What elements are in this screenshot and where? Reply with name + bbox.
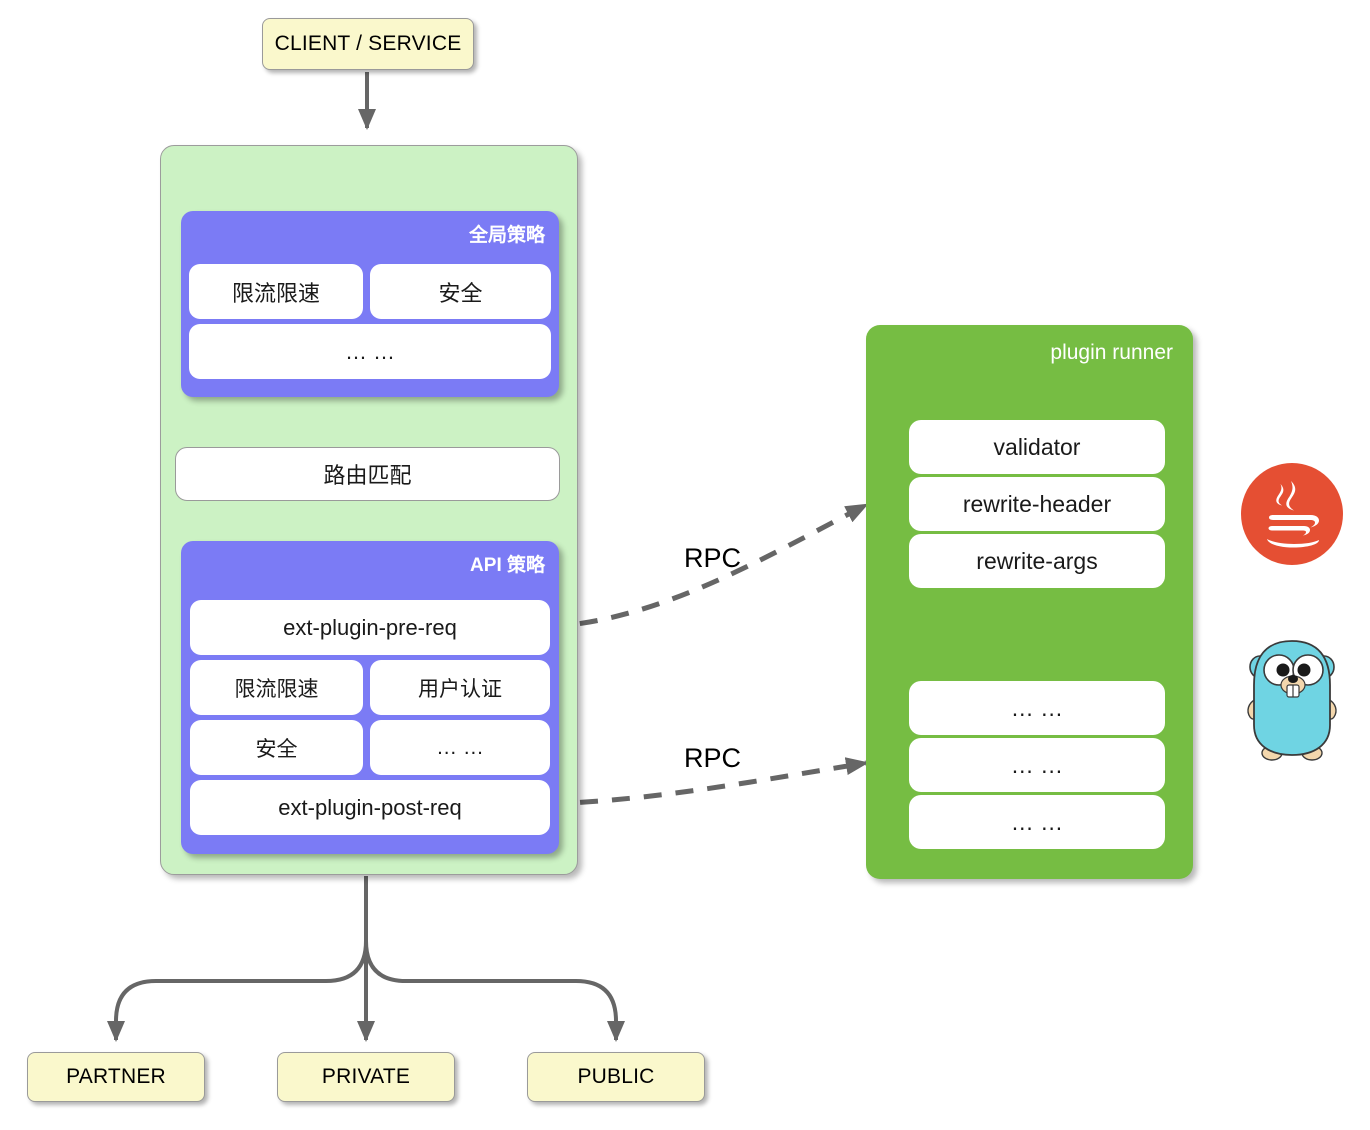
cell-label: … … [1010, 694, 1064, 721]
cell-label: … … [344, 338, 396, 364]
plugin-runner-title: plugin runner [1050, 341, 1173, 364]
rpc-label-top: RPC [684, 543, 741, 574]
target-label: PUBLIC [577, 1065, 655, 1088]
client-service-label: CLIENT / SERVICE [274, 32, 462, 55]
cell-label: ext-plugin-post-req [278, 794, 462, 820]
edge-gateway-to-targets [107, 876, 625, 1042]
target-box-partner[interactable]: PARTNER [27, 1052, 205, 1102]
cell-label: 限流限速 [231, 280, 320, 306]
runner-cell-rewrite-args[interactable]: rewrite-args [909, 534, 1165, 588]
client-service-box[interactable]: CLIENT / SERVICE [262, 18, 474, 70]
cell-label: 安全 [255, 737, 298, 761]
api-policy-cell-more[interactable]: … … [370, 720, 550, 775]
runner-cell-more-1[interactable]: … … [909, 681, 1165, 735]
rpc-label-top-text: RPC [684, 543, 742, 573]
route-match-label: 路由匹配 [323, 463, 412, 488]
runner-cell-rewrite-header[interactable]: rewrite-header [909, 477, 1165, 531]
rpc-label-bottom: RPC [684, 743, 741, 774]
global-policy-cell-rate-limit[interactable]: 限流限速 [189, 264, 363, 319]
cell-label: ext-plugin-pre-req [283, 614, 457, 640]
cell-label: validator [993, 433, 1081, 460]
api-policy-cell-user-auth[interactable]: 用户认证 [370, 660, 550, 715]
runner-cell-validator[interactable]: validator [909, 420, 1165, 474]
global-policy-title: 全局策略 [468, 225, 545, 246]
api-policy-cell-ext-plugin-post-req[interactable]: ext-plugin-post-req [190, 780, 550, 835]
target-box-public[interactable]: PUBLIC [527, 1052, 705, 1102]
plugin-runner-title-wrap: plugin runner [866, 325, 1193, 365]
api-policy-cell-security[interactable]: 安全 [190, 720, 363, 775]
global-policy-cell-security[interactable]: 安全 [370, 264, 551, 319]
go-gopher-logo [1244, 637, 1340, 763]
api-policy-cell-ext-plugin-pre-req[interactable]: ext-plugin-pre-req [190, 600, 550, 655]
cell-label: 用户认证 [418, 677, 502, 701]
route-match-box[interactable]: 路由匹配 [175, 447, 560, 501]
cell-label: 安全 [438, 280, 483, 306]
cell-label: … … [436, 735, 484, 759]
cell-label: rewrite-header [962, 490, 1112, 517]
target-label: PARTNER [66, 1065, 166, 1088]
cell-label: … … [1010, 751, 1064, 778]
target-label: PRIVATE [321, 1065, 411, 1088]
cell-label: rewrite-args [976, 547, 1098, 574]
target-box-private[interactable]: PRIVATE [277, 1052, 455, 1102]
api-policy-cell-rate-limit[interactable]: 限流限速 [190, 660, 363, 715]
api-policy-title: API 策略 [470, 555, 545, 576]
runner-cell-more-2[interactable]: … … [909, 738, 1165, 792]
java-logo [1239, 461, 1345, 567]
cell-label: … … [1010, 808, 1064, 835]
global-policy-cell-more[interactable]: … … [189, 324, 551, 379]
cell-label: 限流限速 [234, 677, 319, 701]
rpc-label-bottom-text: RPC [684, 743, 742, 773]
runner-cell-more-3[interactable]: … … [909, 795, 1165, 849]
